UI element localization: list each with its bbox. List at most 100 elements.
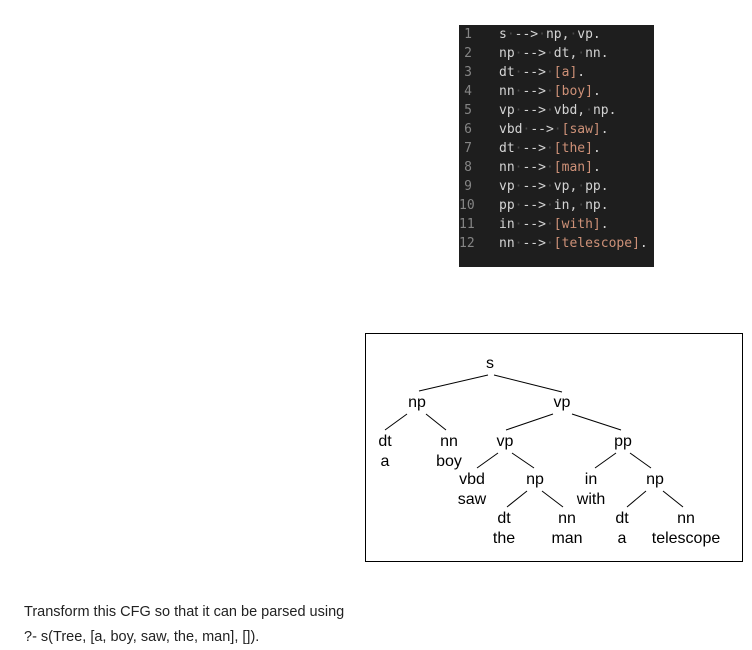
code-text: vbd·-->·[saw]. xyxy=(499,120,609,139)
code-token: . xyxy=(600,122,609,137)
code-token: --> xyxy=(522,65,546,80)
code-token: [with] xyxy=(553,217,601,232)
code-text: vp·-->·vp,·pp. xyxy=(499,177,609,196)
code-token: [man] xyxy=(553,160,593,175)
code-text: np·-->·dt,·nn. xyxy=(499,44,609,63)
tree-node-man: man xyxy=(551,530,582,547)
code-token: · xyxy=(545,179,554,194)
code-token: in, xyxy=(553,198,578,213)
code-token: · xyxy=(514,179,523,194)
tree-edge-vp2-np2 xyxy=(511,452,535,469)
tree-node-nn2: nn xyxy=(558,510,576,527)
tree-edge-np1-nn1 xyxy=(425,413,447,431)
code-token: · xyxy=(545,236,554,251)
tree-edge-vp1-vp2 xyxy=(505,413,554,431)
code-token: . xyxy=(592,141,601,156)
code-token: · xyxy=(514,103,523,118)
tree-node-dt1: dt xyxy=(378,433,392,450)
code-token: · xyxy=(522,122,531,137)
line-number: 6 xyxy=(464,122,472,137)
code-token: vbd, xyxy=(553,103,586,118)
code-token: · xyxy=(553,122,562,137)
code-token: dt, xyxy=(553,46,578,61)
code-token: [boy] xyxy=(553,84,593,99)
tree-node-telescope: telescope xyxy=(652,530,721,547)
code-token: . xyxy=(639,236,648,251)
code-token: · xyxy=(569,27,578,42)
code-token: vp, xyxy=(553,179,578,194)
code-token: vp xyxy=(499,103,515,118)
code-token: nn xyxy=(499,160,515,175)
tree-node-with: with xyxy=(576,491,605,508)
tree-edge-s-vp1 xyxy=(493,374,563,393)
tree-edge-np3-nn3 xyxy=(662,490,684,508)
code-token: · xyxy=(545,217,554,232)
code-token: · xyxy=(514,217,523,232)
code-text: nn·-->·[boy]. xyxy=(499,82,601,101)
tree-node-a1: a xyxy=(381,453,390,470)
code-token: pp xyxy=(499,198,515,213)
tree-node-vbd: vbd xyxy=(459,471,485,488)
code-token: np xyxy=(499,46,515,61)
line-number: 1 xyxy=(464,27,472,42)
line-number: 9 xyxy=(464,179,472,194)
code-token: s xyxy=(499,27,507,42)
code-token: --> xyxy=(522,217,546,232)
code-token: --> xyxy=(522,179,546,194)
code-token: vbd xyxy=(499,122,523,137)
code-token: [a] xyxy=(553,65,578,80)
tree-node-dt2: dt xyxy=(497,510,511,527)
code-token: · xyxy=(514,160,523,175)
code-line: 6 vbd·-->·[saw]. xyxy=(459,120,654,139)
code-token: · xyxy=(577,179,586,194)
tree-node-the: the xyxy=(493,530,515,547)
code-token: · xyxy=(514,84,523,99)
tree-node-a2: a xyxy=(618,530,627,547)
code-token: np. xyxy=(585,198,609,213)
code-token: --> xyxy=(522,141,546,156)
code-token: --> xyxy=(522,84,546,99)
tree-edge-np2-dt2 xyxy=(506,490,528,508)
code-token: --> xyxy=(522,236,546,251)
tree-node-boy: boy xyxy=(436,453,462,470)
code-line: 9 vp·-->·vp,·pp. xyxy=(459,177,654,196)
question-line-1: Transform this CFG so that it can be par… xyxy=(24,604,345,620)
code-token: np, xyxy=(545,27,570,42)
code-text: dt·-->·[a]. xyxy=(499,63,585,82)
line-number: 4 xyxy=(464,84,472,99)
code-token: --> xyxy=(514,27,539,42)
code-text: dt·-->·[the]. xyxy=(499,139,601,158)
tree-node-np1: np xyxy=(408,394,426,411)
tree-edge-np1-dt1 xyxy=(384,413,408,431)
code-token: · xyxy=(514,141,523,156)
tree-node-saw: saw xyxy=(458,491,487,508)
code-token: dt xyxy=(499,65,515,80)
code-text: nn·-->·[telescope]. xyxy=(499,234,648,253)
code-token: · xyxy=(545,103,554,118)
line-number: 8 xyxy=(464,160,472,175)
line-number: 7 xyxy=(464,141,472,156)
question-text: Transform this CFG so that it can be par… xyxy=(24,600,404,650)
code-token: --> xyxy=(522,46,546,61)
line-number: 12 xyxy=(459,236,475,251)
code-token: · xyxy=(538,27,546,42)
tree-node-s: s xyxy=(486,355,494,372)
code-token: · xyxy=(514,65,523,80)
tree-node-vp1: vp xyxy=(554,394,571,411)
tree-node-np3: np xyxy=(646,471,664,488)
code-token: nn xyxy=(499,236,515,251)
code-token: · xyxy=(514,236,523,251)
code-text: in·-->·[with]. xyxy=(499,215,609,234)
code-token: --> xyxy=(530,122,554,137)
code-token: [the] xyxy=(553,141,593,156)
